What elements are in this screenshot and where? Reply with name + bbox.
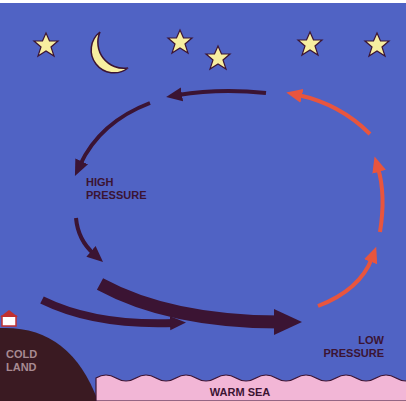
pressure-label: HIGH PRESSURE xyxy=(86,176,158,201)
house xyxy=(0,310,18,326)
land xyxy=(0,328,98,401)
moon xyxy=(91,32,128,73)
land-label: COLD LAND xyxy=(6,348,50,373)
pressure-label: LOW PRESSURE xyxy=(318,334,384,359)
sea xyxy=(96,375,406,401)
top-strip xyxy=(0,0,406,3)
rising-air-arrows xyxy=(298,95,383,306)
stars xyxy=(34,30,389,69)
sea-label: WARM SEA xyxy=(190,386,290,399)
circulation-arrows xyxy=(42,91,280,323)
